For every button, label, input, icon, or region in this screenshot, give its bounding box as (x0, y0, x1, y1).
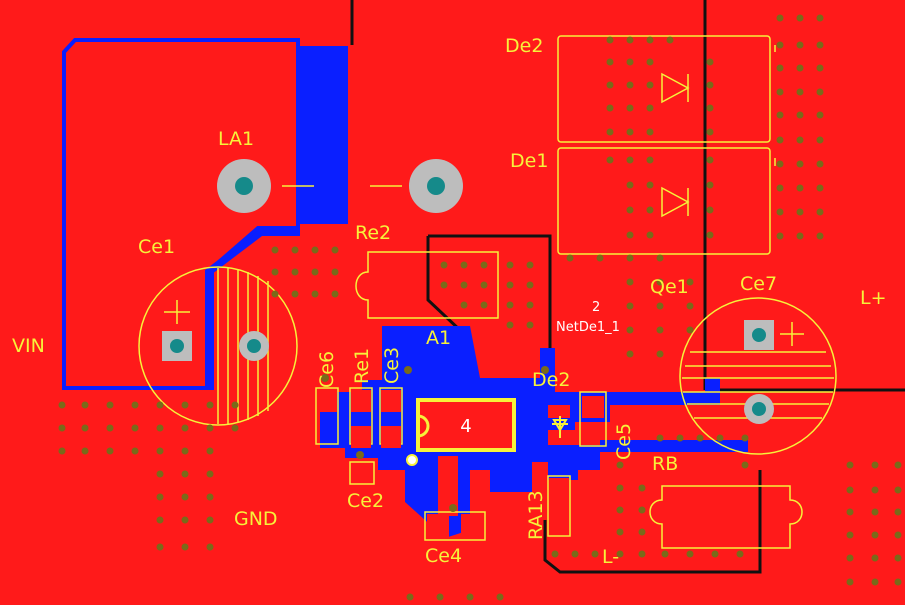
label-de2-top: De2 (505, 35, 543, 57)
label-de2-small: De2 (532, 369, 570, 391)
label-l-plus: L+ (860, 287, 887, 309)
through-hole-pads (162, 159, 774, 424)
net-name: NetDe1_1 (556, 320, 620, 335)
label-re1: Re1 (351, 348, 373, 384)
label-ce1: Ce1 (138, 236, 175, 258)
label-l-minus: L- (602, 546, 619, 568)
label-ce3: Ce3 (381, 347, 403, 384)
label-a1: A1 (426, 327, 451, 349)
label-qe1: Qe1 (650, 276, 689, 298)
label-ce7: Ce7 (740, 273, 777, 295)
label-ce2: Ce2 (347, 490, 384, 512)
label-ce4: Ce4 (425, 545, 462, 567)
board-edge-lines (350, 0, 905, 574)
label-ra13: RA13 (525, 490, 547, 540)
label-re2: Re2 (355, 222, 391, 244)
label-ce5: Ce5 (613, 423, 635, 460)
net-number: 2 (592, 300, 600, 315)
label-gnd: GND (234, 508, 278, 530)
label-de1: De1 (510, 150, 548, 172)
via-grid (58, 14, 902, 601)
label-ce6: Ce6 (316, 351, 338, 388)
label-rb: RB (652, 453, 678, 475)
diode-de2-symbol (552, 416, 568, 438)
ic-pin-label: 4 (460, 416, 471, 437)
label-vin: VIN (12, 335, 45, 357)
ic-a1: 4 (406, 398, 516, 466)
net-label: 2 NetDe1_1 (556, 300, 620, 335)
vin-plane-outline (62, 38, 300, 390)
pin1-marker (406, 454, 418, 466)
smd-pads (317, 390, 604, 538)
label-la1: LA1 (218, 128, 254, 150)
silkscreen-labels: LA1 Ce1 VIN GND Re2 A1 Ce6 Re1 Ce3 De2 D… (12, 35, 887, 568)
